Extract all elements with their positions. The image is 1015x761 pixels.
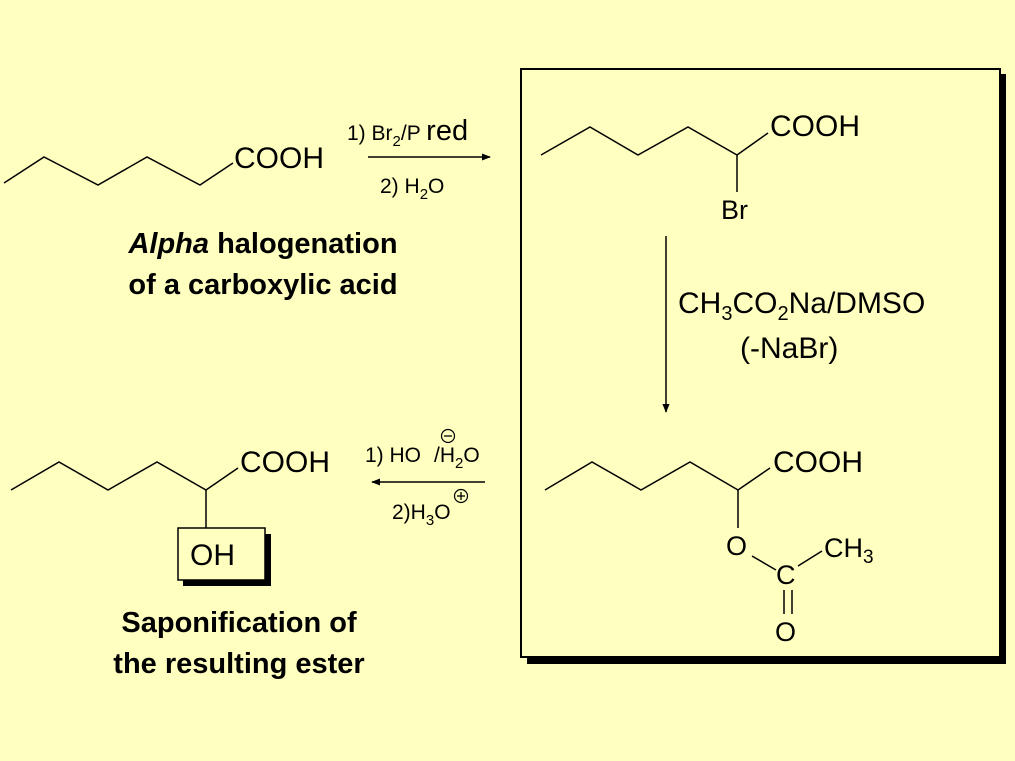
- methyl-label: CH3: [824, 533, 874, 568]
- acetoxy-acid-chain: [544, 461, 771, 491]
- c-ch3-bond: [797, 550, 823, 567]
- bromo-label: Br: [721, 195, 748, 225]
- hydronium-charge-icon: [453, 488, 469, 504]
- hydroxy-acid-chain: [10, 461, 239, 491]
- carbonyl-oxygen-label: O: [775, 617, 796, 647]
- hexanoic-acid-molecule: COOH: [3, 142, 324, 186]
- oh-highlight-box: [177, 527, 266, 581]
- caption-alpha-italic: Alpha: [128, 228, 210, 260]
- saponification-step2-label: 2)H3O: [392, 501, 451, 529]
- hexanoic-cooh-label: COOH: [234, 142, 324, 175]
- hydroxy-label: OH: [190, 539, 235, 572]
- acetate-reagent-label: CH3CO2Na/DMSO: [678, 287, 925, 325]
- hexanoic-chain: [3, 156, 234, 186]
- o-c-bond: [751, 555, 777, 571]
- caption-alpha-rest: halogenation: [209, 228, 398, 260]
- hydroxide-charge-icon: [440, 428, 456, 444]
- bromo-acid-molecule: COOH Br: [540, 110, 860, 225]
- nabr-byproduct-label: (-NaBr): [740, 332, 838, 365]
- ester-oxygen-label: O: [726, 531, 747, 561]
- bromination-step1-label: 1) Br2/P red: [347, 115, 468, 150]
- bromination-step2-label: 2) H2O: [380, 175, 444, 203]
- carbonyl-carbon-label: C: [776, 560, 796, 590]
- bromo-acid-chain: [540, 126, 769, 156]
- caption-saponification-line1: Saponification of: [121, 607, 357, 639]
- hydroxy-acid-cooh-label: COOH: [240, 446, 330, 479]
- acetoxy-acid-cooh-label: COOH: [773, 446, 863, 479]
- caption-saponification-line2: the resulting ester: [113, 648, 365, 680]
- saponification-caption: Saponification of the resulting ester: [44, 603, 434, 685]
- caption-alpha-line2: of a carboxylic acid: [128, 269, 398, 301]
- bromo-acid-cooh-label: COOH: [770, 110, 860, 143]
- acetoxy-acid-molecule: COOH O C CH3 O: [544, 446, 874, 647]
- hydroxy-acid-molecule: COOH OH: [10, 446, 330, 586]
- alpha-halogenation-caption: Alpha halogenation of a carboxylic acid: [68, 224, 458, 306]
- saponification-step1-label: 1) HO/H2O: [365, 444, 480, 472]
- intermediate-box: [520, 68, 1001, 658]
